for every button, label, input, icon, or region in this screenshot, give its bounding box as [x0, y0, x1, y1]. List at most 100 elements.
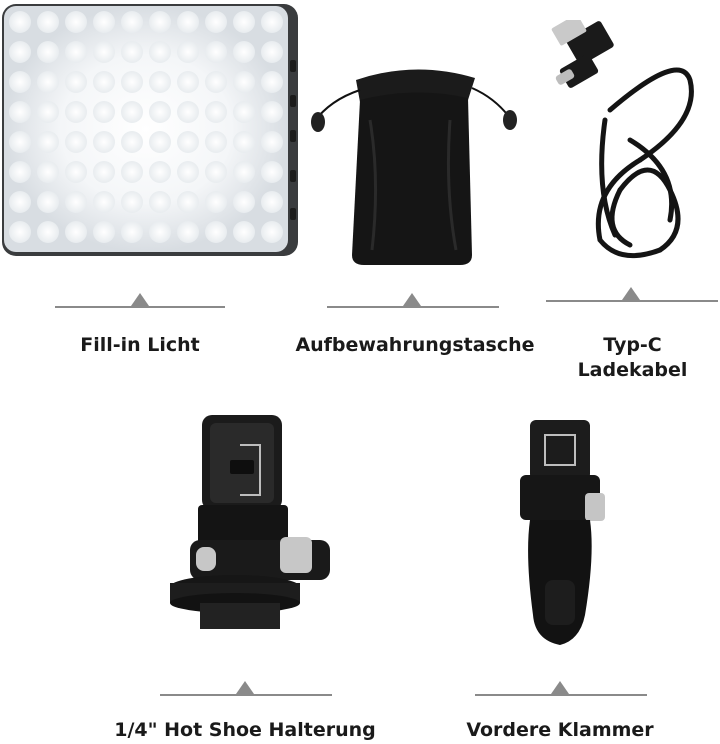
led-dot	[233, 191, 255, 213]
led-dot	[65, 101, 87, 123]
led-dot	[93, 161, 115, 183]
led-dot	[205, 41, 227, 63]
led-dot	[93, 41, 115, 63]
led-dot	[93, 131, 115, 153]
led-dot	[205, 191, 227, 213]
led-dot	[177, 161, 199, 183]
led-dot	[121, 131, 143, 153]
led-dot	[93, 191, 115, 213]
led-dot	[121, 41, 143, 63]
led-dot	[149, 191, 171, 213]
led-dot	[65, 221, 87, 243]
led-dot	[177, 71, 199, 93]
led-dot	[9, 221, 31, 243]
led-dot	[37, 71, 59, 93]
led-dot	[37, 191, 59, 213]
led-dot	[121, 191, 143, 213]
divider-fill-light	[55, 306, 225, 308]
led-dot	[149, 11, 171, 33]
led-dot	[93, 101, 115, 123]
storage-pouch-image	[300, 60, 530, 270]
led-dot	[65, 161, 87, 183]
label-cable-line1: Typ-C	[603, 334, 662, 356]
led-dot	[233, 101, 255, 123]
led-dot	[261, 161, 283, 183]
led-dot	[233, 71, 255, 93]
label-fill-light: Fill-in Licht	[80, 334, 200, 356]
arrow-clamp	[551, 681, 569, 694]
led-dot	[233, 131, 255, 153]
led-dot	[261, 101, 283, 123]
fill-light-image	[0, 0, 300, 262]
led-dot	[37, 131, 59, 153]
divider-hot-shoe	[160, 694, 332, 696]
led-dot	[65, 41, 87, 63]
led-dot	[121, 101, 143, 123]
led-dot	[177, 101, 199, 123]
led-dot	[37, 101, 59, 123]
divider-clamp	[475, 694, 647, 696]
led-dot	[65, 131, 87, 153]
label-cable-line2: Ladekabel	[577, 359, 688, 381]
led-dot	[177, 131, 199, 153]
label-hot-shoe-mount: 1/4" Hot Shoe Halterung	[114, 719, 376, 741]
divider-pouch	[327, 306, 499, 308]
led-dot	[149, 161, 171, 183]
led-dot	[261, 71, 283, 93]
led-dot	[261, 41, 283, 63]
led-dot	[37, 11, 59, 33]
led-dot	[121, 11, 143, 33]
front-clamp-image	[505, 415, 625, 655]
led-dot	[9, 11, 31, 33]
led-dot	[205, 101, 227, 123]
led-dot	[9, 131, 31, 153]
led-dot	[121, 221, 143, 243]
led-dot	[233, 161, 255, 183]
led-dot	[37, 161, 59, 183]
led-dot	[149, 41, 171, 63]
led-dot	[177, 41, 199, 63]
led-dot	[37, 221, 59, 243]
led-dot	[65, 191, 87, 213]
label-front-clamp: Vordere Klammer	[466, 719, 654, 741]
led-dot	[205, 221, 227, 243]
led-dot	[9, 161, 31, 183]
led-dot	[65, 11, 87, 33]
led-dot	[149, 71, 171, 93]
label-storage-pouch: Aufbewahrungstasche	[295, 334, 535, 356]
led-dot	[9, 41, 31, 63]
led-dot	[149, 101, 171, 123]
led-dot	[149, 221, 171, 243]
divider-cable	[546, 300, 718, 302]
led-dot	[177, 221, 199, 243]
led-dot	[205, 71, 227, 93]
led-dot	[121, 71, 143, 93]
led-dot	[261, 221, 283, 243]
led-dot	[93, 11, 115, 33]
arrow-hot-shoe	[236, 681, 254, 694]
usb-c-cable-image	[550, 20, 710, 270]
led-dot	[177, 191, 199, 213]
led-dot	[261, 131, 283, 153]
led-dot	[261, 191, 283, 213]
led-dot	[93, 221, 115, 243]
arrow-pouch	[403, 293, 421, 306]
led-dot	[121, 161, 143, 183]
led-dot	[149, 131, 171, 153]
hot-shoe-mount-image	[150, 405, 330, 645]
led-dot	[9, 101, 31, 123]
led-dot	[205, 11, 227, 33]
led-dot	[177, 11, 199, 33]
arrow-fill-light	[131, 293, 149, 306]
led-dot	[233, 41, 255, 63]
led-dot	[205, 131, 227, 153]
arrow-cable	[622, 287, 640, 300]
led-dot	[233, 11, 255, 33]
led-dot	[9, 191, 31, 213]
led-dot	[205, 161, 227, 183]
led-dot	[37, 41, 59, 63]
led-dot	[9, 71, 31, 93]
led-dot	[65, 71, 87, 93]
led-dot	[93, 71, 115, 93]
led-dot	[261, 11, 283, 33]
